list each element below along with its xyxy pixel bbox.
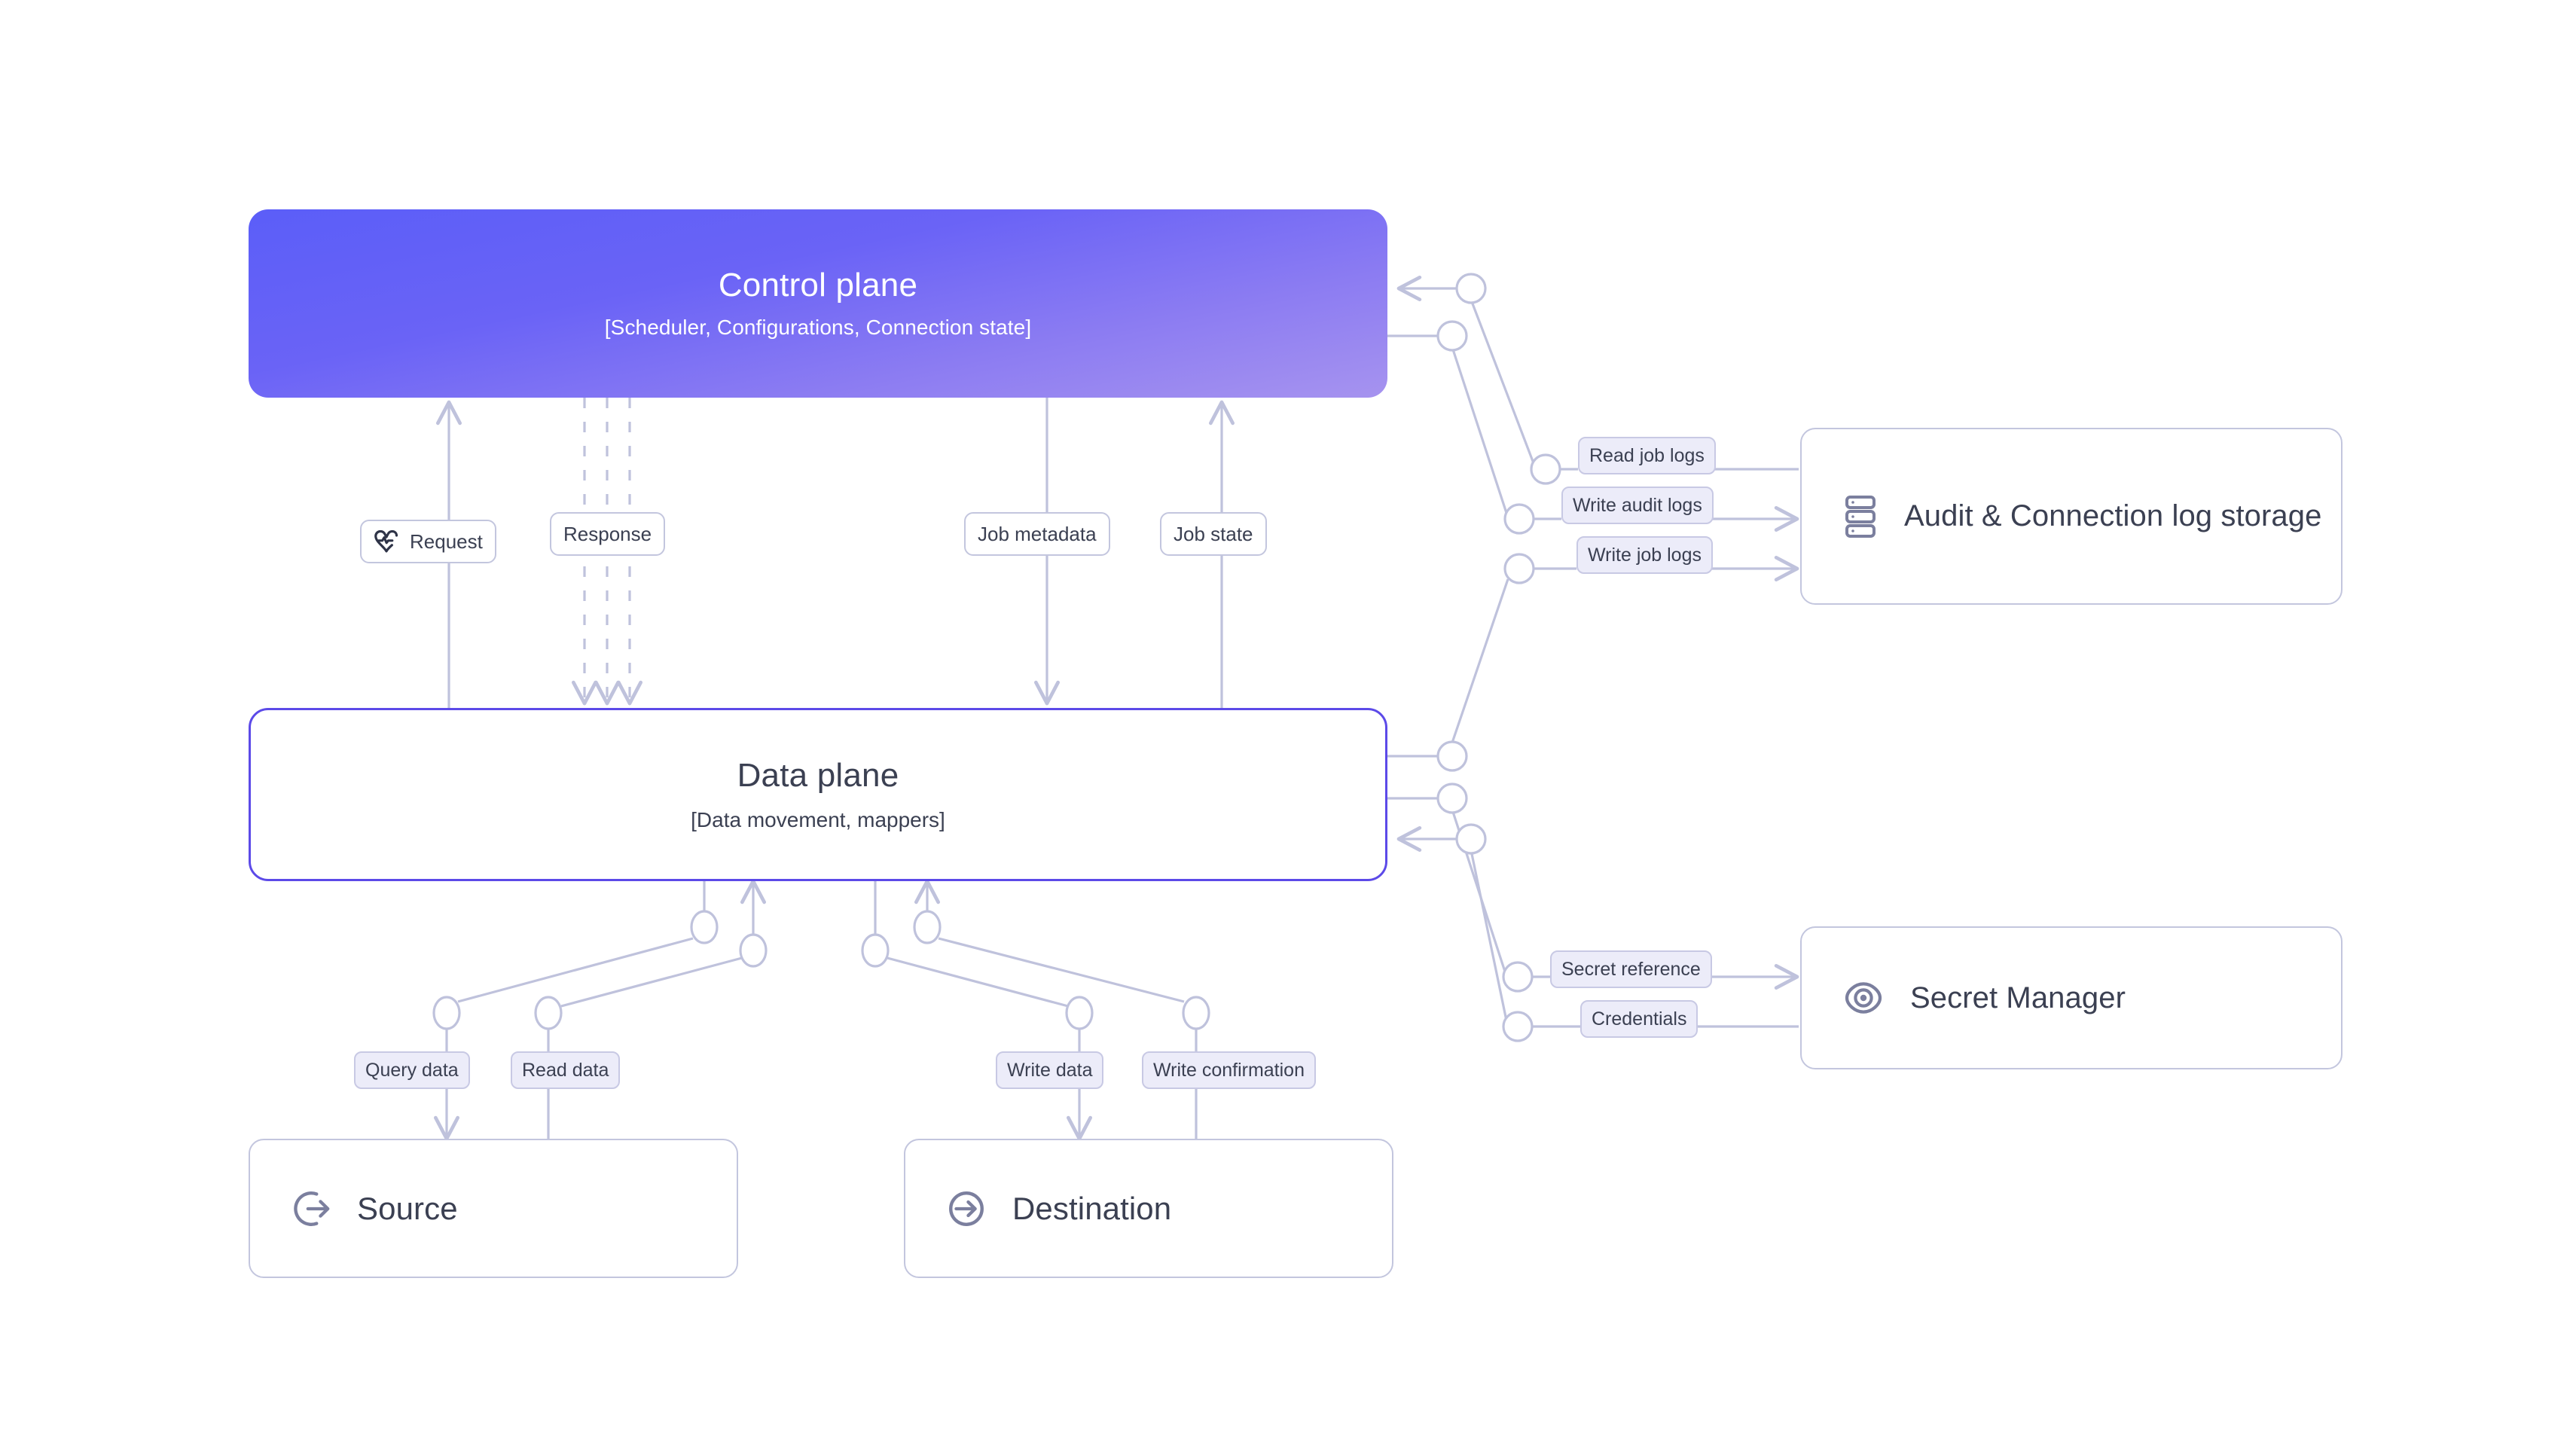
edge-label-write-job-logs[interactable]: Write job logs xyxy=(1576,536,1713,574)
edge-label-read-data[interactable]: Read data xyxy=(511,1051,621,1089)
wire-write-data-b xyxy=(887,956,1069,1008)
secret-manager-label: Secret Manager xyxy=(1910,981,2126,1014)
edge-label-write-audit-logs[interactable]: Write audit logs xyxy=(1561,487,1714,524)
source-node[interactable]: Source xyxy=(249,1139,738,1278)
control-plane-node[interactable]: Control plane [Scheduler, Configurations… xyxy=(249,209,1387,398)
edge-label-read-job-logs-text: Read job logs xyxy=(1589,444,1705,466)
edge-label-response[interactable]: Response xyxy=(550,512,666,556)
edge-label-job-state[interactable]: Job state xyxy=(1160,512,1267,556)
edge-label-query-data-text: Query data xyxy=(365,1059,459,1081)
audit-log-storage-label: Audit & Connection log storage xyxy=(1904,499,2322,533)
edge-label-read-job-logs[interactable]: Read job logs xyxy=(1578,437,1716,474)
log-out-icon xyxy=(294,1191,330,1226)
edge-label-write-job-logs-text: Write job logs xyxy=(1588,544,1702,566)
heart-pulse-icon xyxy=(374,530,398,553)
secret-manager-node[interactable]: Secret Manager xyxy=(1800,926,2343,1069)
edge-label-write-confirmation[interactable]: Write confirmation xyxy=(1142,1051,1316,1089)
edge-label-job-metadata-text: Job metadata xyxy=(978,522,1097,545)
edge-label-read-data-text: Read data xyxy=(522,1059,609,1081)
edge-label-write-audit-logs-text: Write audit logs xyxy=(1573,494,1702,516)
wire-query-data-b xyxy=(457,937,694,1003)
source-label: Source xyxy=(357,1190,458,1226)
eye-icon xyxy=(1845,982,1882,1014)
data-plane-node[interactable]: Data plane [Data movement, mappers] xyxy=(249,708,1387,881)
control-plane-title: Control plane xyxy=(718,266,918,304)
edge-label-response-text: Response xyxy=(563,522,652,545)
edge-label-job-metadata[interactable]: Job metadata xyxy=(964,512,1110,556)
wire-read-job-logs-b xyxy=(1470,299,1535,464)
wire-credentials-b xyxy=(1470,850,1508,1021)
edge-label-write-data-text: Write data xyxy=(1007,1059,1093,1081)
log-in-icon xyxy=(949,1191,984,1226)
edge-label-credentials[interactable]: Credentials xyxy=(1580,1000,1699,1038)
destination-node[interactable]: Destination xyxy=(904,1139,1393,1278)
wire-write-audit-logs-b xyxy=(1451,346,1508,514)
wire-secret-reference-b xyxy=(1451,809,1506,972)
data-plane-title: Data plane xyxy=(737,757,899,794)
edge-label-job-state-text: Job state xyxy=(1174,522,1253,545)
edge-label-credentials-text: Credentials xyxy=(1592,1008,1687,1030)
edge-label-request-text: Request xyxy=(410,529,483,553)
edge-label-query-data[interactable]: Query data xyxy=(354,1051,470,1089)
wire-write-job-logs-b xyxy=(1450,578,1509,746)
edge-label-request[interactable]: Request xyxy=(360,520,496,563)
wire-read-data-c xyxy=(560,956,743,1008)
wire-write-confirmation-c xyxy=(938,937,1185,1003)
audit-log-storage-node[interactable]: Audit & Connection log storage xyxy=(1800,428,2343,605)
server-stack-icon xyxy=(1845,495,1876,538)
control-plane-subtitle: [Scheduler, Configurations, Connection s… xyxy=(604,316,1032,340)
edge-label-write-data[interactable]: Write data xyxy=(996,1051,1104,1089)
edge-label-write-confirmation-text: Write confirmation xyxy=(1153,1059,1305,1081)
data-plane-subtitle: [Data movement, mappers] xyxy=(691,808,945,831)
destination-label: Destination xyxy=(1012,1190,1172,1226)
edge-label-secret-reference[interactable]: Secret reference xyxy=(1550,950,1712,988)
edge-label-secret-reference-text: Secret reference xyxy=(1561,958,1701,980)
